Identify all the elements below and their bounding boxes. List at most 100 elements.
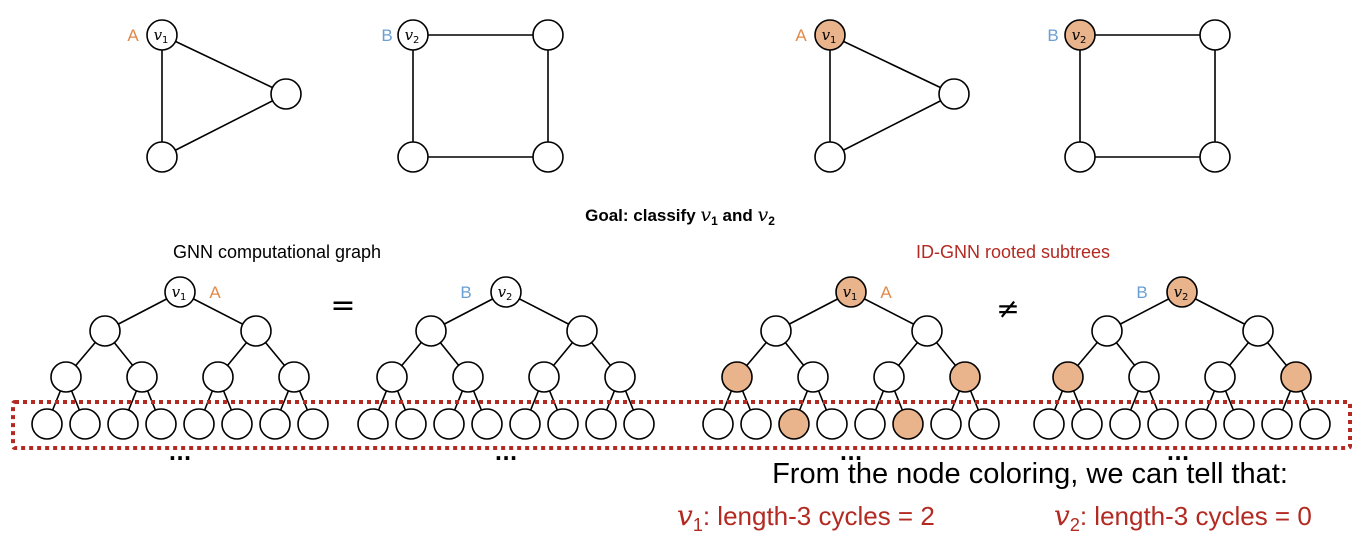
graph-triangle-plain-node <box>270 78 302 110</box>
tree-gnn-v2-level1-node <box>566 315 598 347</box>
graph-square-colored-tag-b: B <box>1047 26 1058 45</box>
tree-gnn-v2-root-node <box>490 276 522 308</box>
graph-triangle-colored-root-node-label-var: v <box>822 26 831 44</box>
graph-square-plain-node <box>532 19 564 51</box>
tree-gnn-v1-root-node-label-var: v <box>172 283 181 301</box>
graph-triangle-colored-node <box>814 141 846 173</box>
tree-gnn-v1-level2-node <box>202 361 234 393</box>
tree-gnn-v1-leaf-node <box>145 408 177 440</box>
graph-square-colored-node <box>1199 19 1231 51</box>
tree-gnn-v2-leaf-node <box>547 408 579 440</box>
graph-square-colored-root-node-label: v2 <box>1072 26 1087 46</box>
tree-gnn-v2-level2-node <box>452 361 484 393</box>
graph-triangle-colored-edge <box>829 93 955 158</box>
graph-triangle-colored-node <box>938 78 970 110</box>
tree-idgnn-v2-root-node-label-sub: 2 <box>1182 292 1188 303</box>
graph-square-plain-root-node-label-sub: 2 <box>413 35 419 46</box>
ellipsis-tree-4: ... <box>1167 441 1190 465</box>
tree-idgnn-v2-leaf-node <box>1109 408 1141 440</box>
v2-result-text: : length-3 cycles = 0 <box>1080 501 1312 531</box>
ellipsis-tree-1: ... <box>169 441 192 465</box>
tree-idgnn-v2-level1-node <box>1242 315 1274 347</box>
v1-result-var: v <box>677 499 693 532</box>
graph-square-colored-node <box>1199 141 1231 173</box>
nodes-layer <box>31 19 1331 440</box>
tree-gnn-v2-leaf-node <box>471 408 503 440</box>
tree-idgnn-v1-leaf-node <box>892 408 924 440</box>
graph-triangle-colored-root-node-label-sub: 1 <box>830 35 836 46</box>
goal-var-v2: v <box>757 204 768 226</box>
graph-triangle-colored-root-node-label: v1 <box>822 26 837 46</box>
graph-square-plain-node <box>397 141 429 173</box>
edges-layer <box>46 34 1316 425</box>
graph-square-colored-root-node-label-var: v <box>1072 26 1081 44</box>
graph-square-colored-root-node <box>1064 19 1096 51</box>
graph-triangle-plain-edge <box>161 93 287 158</box>
graph-triangle-colored-root-node <box>814 19 846 51</box>
v2-result-var: v <box>1054 499 1070 532</box>
tree-gnn-v1-level2-node <box>278 361 310 393</box>
tree-gnn-v1-leaf-node <box>297 408 329 440</box>
graph-triangle-plain-root-node <box>146 19 178 51</box>
goal-mid: and <box>718 206 758 225</box>
tree-idgnn-v1-leaf-node <box>930 408 962 440</box>
v1-result-text: : length-3 cycles = 2 <box>703 501 935 531</box>
graph-square-colored-root-node-label-sub: 2 <box>1080 35 1086 46</box>
tree-idgnn-v1-level1-node <box>911 315 943 347</box>
tree-gnn-v1-root-node-label: v1 <box>172 283 187 303</box>
goal-sub-1: 1 <box>711 214 718 228</box>
tree-idgnn-v1-level2-node <box>949 361 981 393</box>
tree-idgnn-v2-root-node-label: v2 <box>1174 283 1189 303</box>
tree-idgnn-v2-leaf-node <box>1261 408 1293 440</box>
tree-gnn-v1-leaf-node <box>221 408 253 440</box>
tree-gnn-v2-leaf-node <box>433 408 465 440</box>
tree-idgnn-v2-level2-node <box>1128 361 1160 393</box>
tree-gnn-v1-leaf-node <box>107 408 139 440</box>
tree-gnn-v2-root-node-label-var: v <box>498 283 507 301</box>
tree-gnn-v2-leaf-node <box>357 408 389 440</box>
leaf-level-highlight-box <box>11 400 1352 450</box>
tree-gnn-v2-level2-node <box>376 361 408 393</box>
goal-sub-2: 2 <box>768 214 775 228</box>
ellipsis-tree-2: ... <box>495 441 518 465</box>
tree-idgnn-v2-tag-b: B <box>1136 283 1147 302</box>
tree-gnn-v2-root-node-label: v2 <box>498 283 513 303</box>
tree-idgnn-v1-level1-node <box>760 315 792 347</box>
graph-square-plain-root-node-label-var: v <box>405 26 414 44</box>
conclusion-text: From the node coloring, we can tell that… <box>772 458 1288 490</box>
graph-triangle-plain-edge <box>161 34 287 95</box>
tree-gnn-v2-leaf-node <box>623 408 655 440</box>
tree-idgnn-v2-root-node-label-var: v <box>1174 283 1183 301</box>
tree-idgnn-v1-root-node-label-var: v <box>843 283 852 301</box>
tree-idgnn-v2-level2-node <box>1280 361 1312 393</box>
tree-idgnn-v1-root-node-label-sub: 1 <box>851 292 857 303</box>
tree-idgnn-v2-level2-node <box>1052 361 1084 393</box>
tree-idgnn-v2-leaf-node <box>1147 408 1179 440</box>
tree-idgnn-v2-leaf-node <box>1071 408 1103 440</box>
idgnn-section-title: ID-GNN rooted subtrees <box>916 242 1110 262</box>
not-equal-sign: ≠ <box>996 292 1019 325</box>
equal-sign: = <box>330 288 355 323</box>
tree-gnn-v1-leaf-node <box>259 408 291 440</box>
tree-idgnn-v2-level2-node <box>1204 361 1236 393</box>
gnn-section-title: GNN computational graph <box>173 242 381 262</box>
tree-gnn-v1-leaf-node <box>31 408 63 440</box>
tree-idgnn-v2-level1-node <box>1091 315 1123 347</box>
goal-title: Goal: classify v1 and v2 <box>585 204 775 228</box>
tree-gnn-v2-level2-node <box>528 361 560 393</box>
tree-gnn-v1-level2-node <box>50 361 82 393</box>
graph-triangle-plain-root-node-label-sub: 1 <box>162 35 168 46</box>
tree-idgnn-v1-leaf-node <box>740 408 772 440</box>
graph-square-plain-node <box>532 141 564 173</box>
tree-gnn-v2-leaf-node <box>509 408 541 440</box>
tree-idgnn-v1-tag-a: A <box>880 283 892 302</box>
tree-idgnn-v1-leaf-node <box>968 408 1000 440</box>
goal-prefix: Goal: classify <box>585 206 700 225</box>
tree-gnn-v2-tag-b: B <box>460 283 471 302</box>
graph-square-plain-tag-b: B <box>381 26 392 45</box>
graph-triangle-plain-root-node-label: v1 <box>154 26 169 46</box>
v1-result-sub: 1 <box>693 515 703 535</box>
tree-idgnn-v1-root-node-label: v1 <box>843 283 858 303</box>
